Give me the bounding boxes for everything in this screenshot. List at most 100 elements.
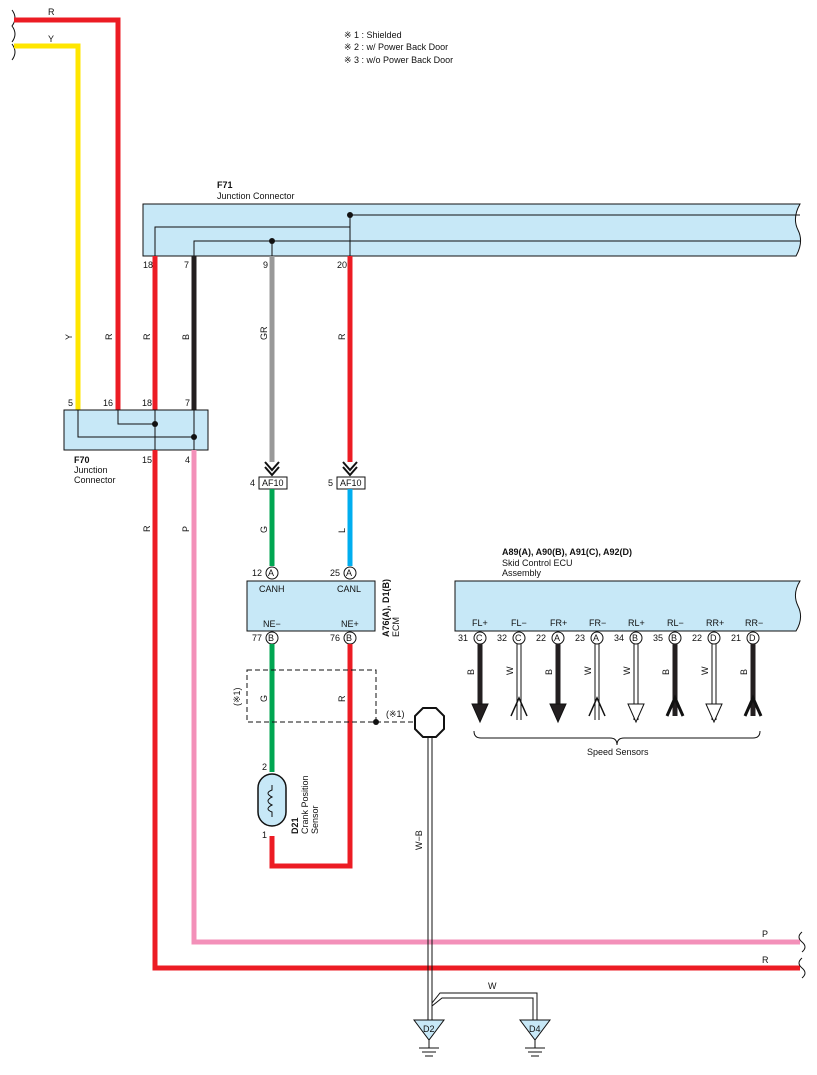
ground-circuit: W−B W D2 D4 xyxy=(413,707,551,1057)
f70-pin-7: 7 xyxy=(185,398,190,408)
f71-pin-9: 9 xyxy=(263,260,268,270)
arrow-up-icon xyxy=(665,694,685,717)
f71-name: Junction Connector xyxy=(217,191,295,201)
skid-ecu-body xyxy=(454,580,802,632)
ecm-nep-label: NE+ xyxy=(341,619,359,629)
f71-pin-7: 7 xyxy=(184,260,189,270)
wire-label-18: R xyxy=(142,333,152,340)
skid-pin-number: 23 xyxy=(575,633,585,643)
crank-sensor-circuit: G R (※1) (※1) 2 1 D21 Crank Position Sen… xyxy=(232,644,418,869)
sensor-name-line2: Sensor xyxy=(310,805,320,834)
ecm-canh-label: CANH xyxy=(259,584,285,594)
ground-d2-label: D2 xyxy=(423,1024,435,1034)
wire-red-16 xyxy=(14,17,121,410)
skid-pin-number: 22 xyxy=(536,633,546,643)
af10-connector: AF10 4 AF10 5 G L xyxy=(250,476,366,566)
shield-splice xyxy=(373,719,379,725)
speed-sensors-label: Speed Sensors xyxy=(587,747,649,757)
skid-pin-name: FL+ xyxy=(472,618,488,628)
wire-label-p-bottom: P xyxy=(762,929,768,939)
ecm-pin-77: 77 xyxy=(252,633,262,643)
skid-pin-name: RL+ xyxy=(628,618,645,628)
wire-label-20: R xyxy=(337,333,347,340)
ecm-conn-b2: B xyxy=(346,633,352,643)
skid-pin-conn: B xyxy=(671,633,677,643)
skid-pin-name: FR+ xyxy=(550,618,567,628)
arrow-down-icon xyxy=(471,703,489,724)
chevron-down-icon xyxy=(342,461,358,472)
speed-sensor-wire-label: B xyxy=(544,669,554,675)
skid-pin-conn-circle xyxy=(590,631,604,645)
shield-label-right: (※1) xyxy=(386,709,405,719)
speed-sensor-wire-label: B xyxy=(466,669,476,675)
break-mark-p xyxy=(798,931,806,953)
skid-pin-number: 34 xyxy=(614,633,624,643)
skid-pin-name: RR− xyxy=(745,618,763,628)
ecm-canl-label: CANL xyxy=(337,584,361,594)
chevron-down-icon xyxy=(342,466,358,477)
skid-pin-conn: D xyxy=(710,633,717,643)
arrow-up-icon xyxy=(743,694,763,717)
skid-ecu-name-line1: Skid Control ECU xyxy=(502,558,573,568)
arrow-up-icon xyxy=(510,696,528,717)
f71-splice-1 xyxy=(347,212,353,218)
sensor-name-line1: Crank Position xyxy=(300,775,310,834)
skid-pin-number: 32 xyxy=(497,633,507,643)
f71-connector: F71 Junction Connector 18 7 9 20 xyxy=(142,180,802,270)
ecm-pin-12: 12 xyxy=(252,568,262,578)
ground-d4-icon xyxy=(519,1019,551,1041)
skid-pin-conn: A xyxy=(593,633,599,643)
speed-sensor-wire-label: W xyxy=(583,666,593,675)
break-mark-y xyxy=(11,43,16,61)
wire-label-y: Y xyxy=(64,334,74,340)
ecm-conn-a2: A xyxy=(346,568,352,578)
f70-internal-3 xyxy=(117,410,155,425)
break-mark-r-bottom xyxy=(798,957,806,979)
ground-d2-icon xyxy=(413,1019,445,1041)
wire-label-r-top: R xyxy=(48,7,55,17)
f70-splice-1 xyxy=(152,421,158,427)
f71-id: F71 xyxy=(217,180,233,190)
ecm-name: ECM xyxy=(391,617,401,637)
f71-splice-2 xyxy=(269,238,275,244)
f71-pin-18: 18 xyxy=(143,260,153,270)
wire-red-15 xyxy=(152,450,800,971)
f70-output-wires: R P P R xyxy=(142,450,806,979)
ecm-component: 12 A 25 A CANH CANL NE− NE+ A76(A), D1(B… xyxy=(246,566,401,645)
shield-box xyxy=(246,669,377,723)
arrow-down-icon xyxy=(627,703,645,724)
ecm-id: A76(A), D1(B) xyxy=(381,579,391,637)
skid-pin-name: RL− xyxy=(667,618,684,628)
f71-bus-2 xyxy=(193,240,800,256)
wire-label-r15: R xyxy=(142,525,152,532)
skid-pin-conn: C xyxy=(515,633,522,643)
crank-sensor-body xyxy=(257,773,287,827)
skid-pin-conn: B xyxy=(632,633,638,643)
wire-label-r: R xyxy=(104,333,114,340)
ecm-conn-b1: B xyxy=(268,633,274,643)
skid-pin-name: RR+ xyxy=(706,618,724,628)
skid-pin-name: FR− xyxy=(589,618,606,628)
skid-pin-conn: A xyxy=(554,633,560,643)
speed-sensor-wire-label: W xyxy=(700,666,710,675)
f70-pin-16: 16 xyxy=(103,398,113,408)
shield-label-left: (※1) xyxy=(232,687,242,706)
af10-pin-5: 5 xyxy=(328,478,333,488)
f71-body xyxy=(142,203,802,257)
f70-splice-2 xyxy=(191,434,197,440)
f70-body xyxy=(63,409,209,451)
note-2: ※ 2 : w/ Power Back Door xyxy=(344,42,448,52)
f70-connector: 5 16 18 7 15 4 F70 Junction Connector xyxy=(63,398,209,485)
af10-pin-4: 4 xyxy=(250,478,255,488)
af10-right-label: AF10 xyxy=(340,478,362,488)
speed-sensor-wire-label: B xyxy=(739,669,749,675)
wire-label-w-link: W xyxy=(488,981,497,991)
wire-w-link-1 xyxy=(431,992,538,1020)
ecm-conn-a1-circle xyxy=(265,566,279,580)
note-3: ※ 3 : w/o Power Back Door xyxy=(344,55,453,65)
wire-label-l: L xyxy=(337,528,347,533)
skid-pin-number: 21 xyxy=(731,633,741,643)
f70-name-line1: Junction xyxy=(74,465,108,475)
